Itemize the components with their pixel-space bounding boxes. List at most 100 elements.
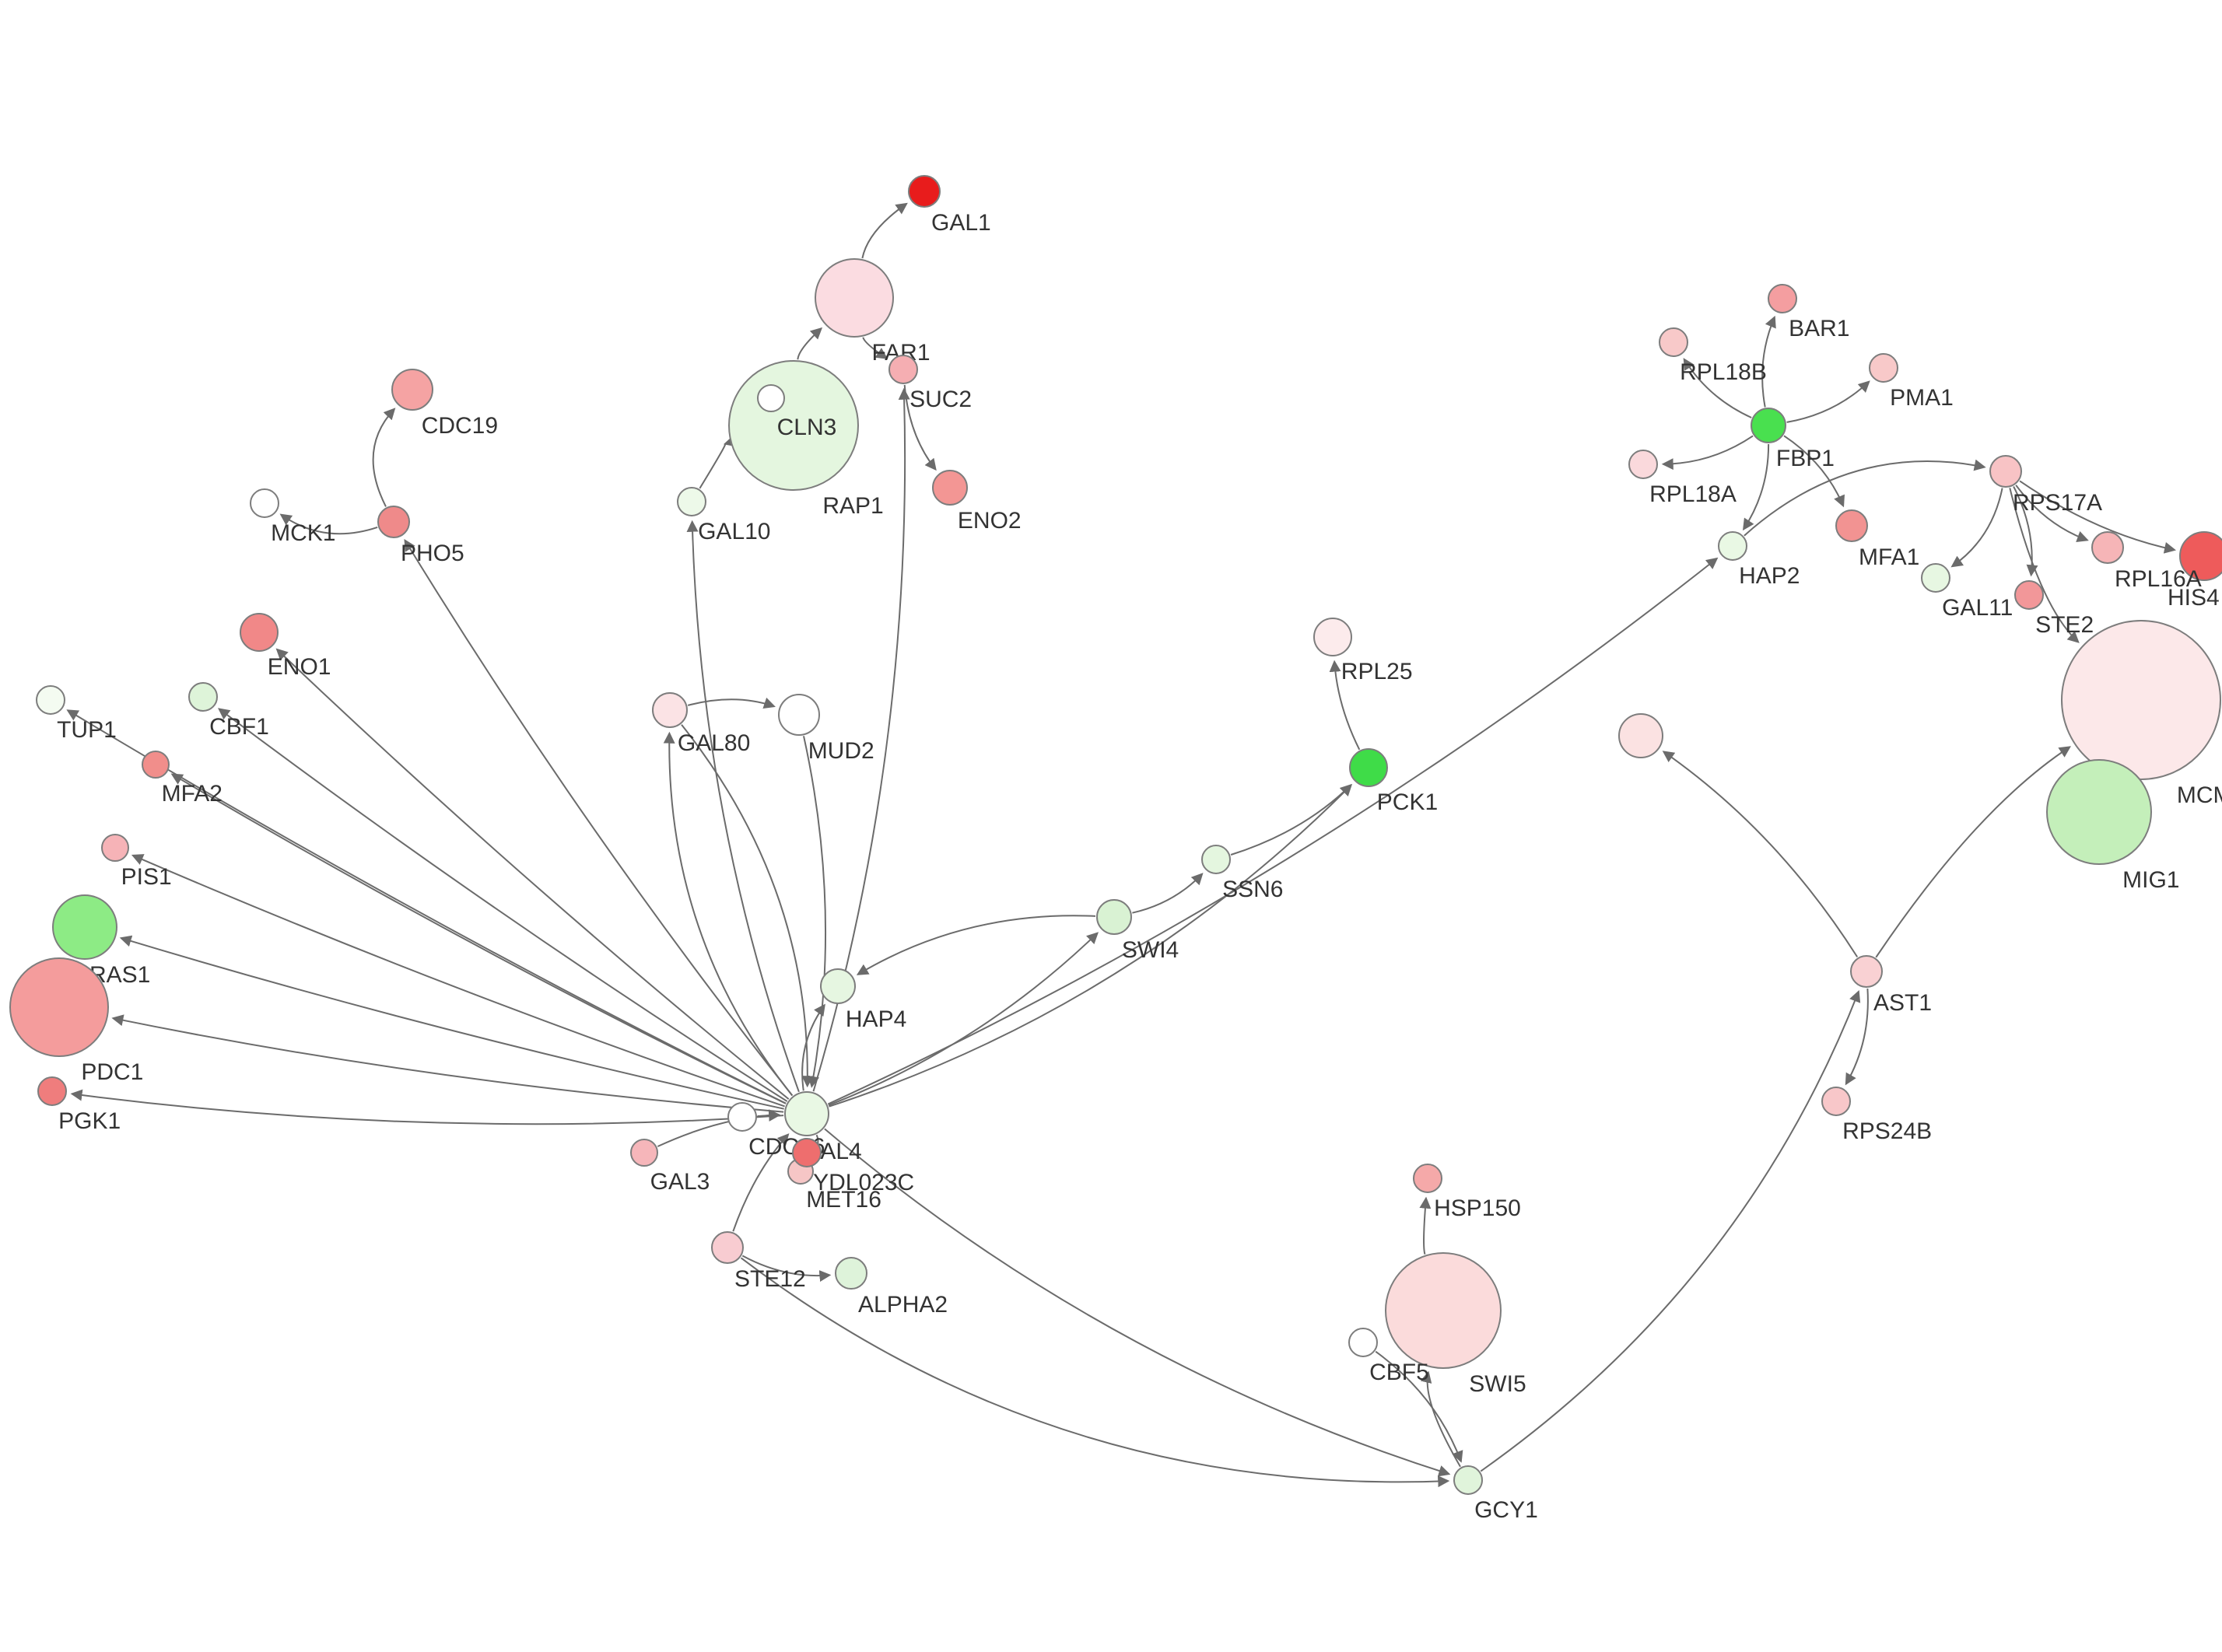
node-mfa2[interactable] <box>142 751 170 779</box>
node-pho5[interactable] <box>377 506 410 538</box>
node-his4[interactable] <box>2179 531 2222 581</box>
edge-far1-gal1[interactable] <box>861 202 908 259</box>
node-gal4[interactable] <box>784 1091 829 1136</box>
node-mfa1[interactable] <box>1835 509 1868 542</box>
node-pis1[interactable] <box>101 834 129 862</box>
edge-fbp1-rpl18a[interactable] <box>1661 435 1754 471</box>
edge-gal4-cbf1[interactable] <box>218 708 788 1102</box>
node-eno2[interactable] <box>932 470 968 506</box>
node-ydl023c[interactable] <box>792 1138 822 1167</box>
node-hsp150[interactable] <box>1413 1164 1442 1193</box>
node-fbp1[interactable] <box>1751 408 1786 443</box>
edge-gal80-mud2[interactable] <box>687 697 776 709</box>
node-ras1[interactable] <box>52 894 117 960</box>
edge-rps17a-his4[interactable] <box>2019 480 2177 554</box>
edge-ast1-unnamed[interactable] <box>1662 751 1859 957</box>
edge-gcy1-swi5[interactable] <box>1420 1370 1461 1468</box>
edge-gal4-ras1[interactable] <box>119 935 784 1110</box>
edge-gal4-mfa2[interactable] <box>170 773 787 1104</box>
edge-gal4-gcy1[interactable] <box>824 1128 1451 1477</box>
node-ste2[interactable] <box>2014 580 2044 610</box>
node-gal3[interactable] <box>630 1139 658 1167</box>
edge-ste12-alpha2[interactable] <box>741 1255 832 1282</box>
edge-swi5-hsp150[interactable] <box>1419 1196 1432 1255</box>
edge-rps17a-mcm1[interactable] <box>2009 488 2080 643</box>
node-mig1[interactable] <box>2046 759 2152 865</box>
edge-fbp1-bar1[interactable] <box>1761 315 1776 408</box>
node-rps17a[interactable] <box>1989 455 2022 488</box>
edge-rps17a-rpl16a[interactable] <box>2015 485 2089 543</box>
node-rpl16a[interactable] <box>2091 531 2124 564</box>
node-alpha2[interactable] <box>835 1257 867 1290</box>
node-ssn6[interactable] <box>1201 845 1231 874</box>
node-mck1[interactable] <box>250 488 279 518</box>
edge-gal4-pdc1[interactable] <box>111 1014 784 1113</box>
node-swi5[interactable] <box>1385 1252 1502 1369</box>
node-gal11[interactable] <box>1921 563 1950 593</box>
edge-fbp1-hap2[interactable] <box>1742 443 1770 531</box>
edge-ssn6-pck1[interactable] <box>1230 783 1352 856</box>
node-tup1[interactable] <box>36 685 65 715</box>
edge-ste12-gcy1[interactable] <box>740 1257 1450 1488</box>
edge-gal4-pis1[interactable] <box>131 854 785 1108</box>
edge-cbf5-gcy1[interactable] <box>1375 1350 1463 1463</box>
node-hap2[interactable] <box>1718 531 1747 561</box>
edge-fbp1-pma1[interactable] <box>1786 380 1870 423</box>
node-ste12[interactable] <box>711 1231 744 1264</box>
edge-pho5-cdc19[interactable] <box>372 408 396 507</box>
edge-gal80-gal4[interactable] <box>681 724 814 1088</box>
node-cdc19[interactable] <box>391 369 433 411</box>
edge-gal4-pgk1[interactable] <box>70 1089 784 1125</box>
node-hap4[interactable] <box>820 968 856 1004</box>
node-rps24b[interactable] <box>1821 1087 1851 1116</box>
edge-swi4-ssn6[interactable] <box>1132 873 1204 914</box>
edge-gal4-hap2[interactable] <box>827 557 1719 1105</box>
node-gcy1[interactable] <box>1453 1465 1483 1495</box>
edge-ast1-rps24b[interactable] <box>1845 988 1869 1086</box>
node-cln3[interactable] <box>757 384 785 412</box>
node-gal10[interactable] <box>677 487 706 516</box>
edge-fbp1-rpl18b[interactable] <box>1683 358 1752 418</box>
edge-ste12-gal4[interactable] <box>732 1133 790 1232</box>
edge-fbp1-mfa1[interactable] <box>1783 435 1845 508</box>
node-rpl18b[interactable] <box>1659 327 1688 357</box>
node-pma1[interactable] <box>1869 353 1898 383</box>
edge-mud2-gal4[interactable] <box>803 736 827 1088</box>
node-ast1[interactable] <box>1850 955 1883 988</box>
node-gal1[interactable] <box>908 175 941 208</box>
edge-gal4-eno1[interactable] <box>275 648 790 1100</box>
edge-gal4-hap4[interactable] <box>801 1003 825 1091</box>
node-pck1[interactable] <box>1349 748 1388 787</box>
node-far1[interactable] <box>815 258 894 338</box>
edge-rps17a-ste2[interactable] <box>2013 486 2038 577</box>
edge-rps17a-gal11[interactable] <box>1950 488 2003 568</box>
node-suc2[interactable] <box>888 355 918 384</box>
edge-pho5-mck1[interactable] <box>279 513 378 535</box>
edge-ast1-mcm1[interactable] <box>1875 746 2071 958</box>
edge-gal10-rap1[interactable] <box>699 435 737 489</box>
edge-gcy1-ast1[interactable] <box>1480 990 1861 1472</box>
node-mud2[interactable] <box>778 694 820 736</box>
edge-gal4-tup1[interactable] <box>66 709 787 1104</box>
node-swi4[interactable] <box>1096 899 1132 935</box>
edge-pck1-rpl25[interactable] <box>1329 660 1361 751</box>
node-rpl18a[interactable] <box>1628 450 1658 479</box>
edge-hap2-rps17a[interactable] <box>1744 459 1986 537</box>
edge-suc2-eno2[interactable] <box>903 384 937 471</box>
edge-gal4-gal10[interactable] <box>686 520 800 1093</box>
edge-rap1-far1[interactable] <box>797 327 823 360</box>
edge-gal4-swi4[interactable] <box>828 932 1099 1107</box>
node-rpl25[interactable] <box>1313 618 1352 656</box>
node-pdc1[interactable] <box>9 957 109 1057</box>
node-cbf1[interactable] <box>188 682 218 712</box>
edge-gal4-gal80[interactable] <box>663 731 794 1097</box>
node-mcm1[interactable] <box>2061 620 2221 780</box>
node-bar1[interactable] <box>1768 284 1797 313</box>
node-gal80[interactable] <box>652 692 688 728</box>
node-cdc36[interactable] <box>727 1102 757 1132</box>
node-pgk1[interactable] <box>37 1076 67 1106</box>
node-cbf5[interactable] <box>1348 1328 1378 1357</box>
node-eno1[interactable] <box>240 613 279 652</box>
edge-gal4-pho5[interactable] <box>404 538 794 1097</box>
